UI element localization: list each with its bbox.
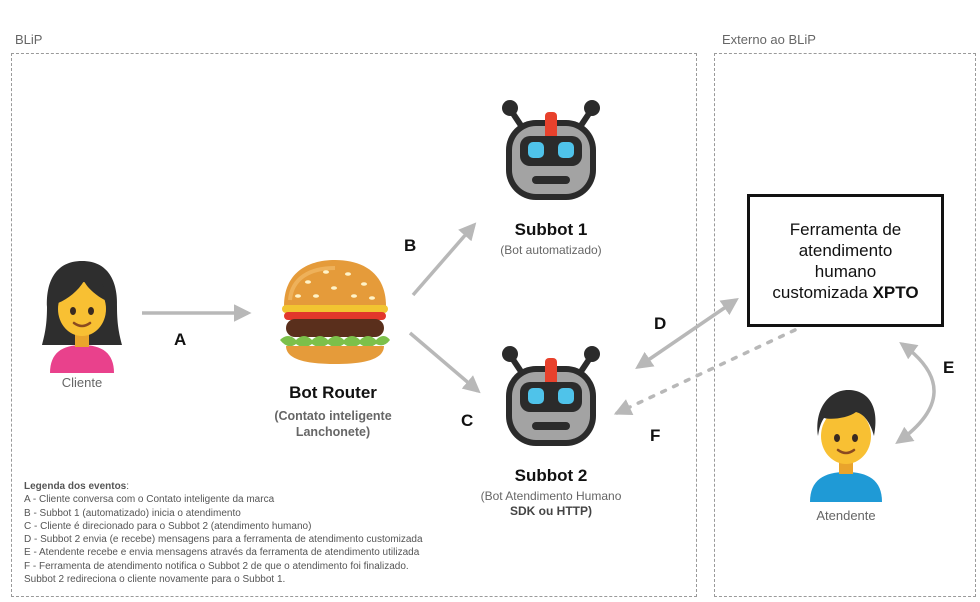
legend-item-a: A - Cliente conversa com o Contato intel… <box>24 494 275 506</box>
bot-router-subtitle-2: Lanchonete) <box>295 425 371 439</box>
subbot2-subtitle-1: (Bot Atendimento Humano <box>480 489 622 503</box>
ferramenta-xpto-box: Ferramenta de atendimento humano customi… <box>747 194 944 327</box>
ferramenta-xpto-name: XPTO <box>872 282 919 302</box>
ferramenta-line-2: atendimento <box>798 240 893 260</box>
arrow-label-e: E <box>943 358 955 377</box>
arrow-label-b: B <box>404 236 417 255</box>
cliente-label: Cliente <box>61 375 103 390</box>
arrow-label-d: D <box>654 314 667 333</box>
subbot1-title: Subbot 1 <box>514 220 588 239</box>
hamburger-emoji-icon <box>280 260 390 364</box>
arrow-b <box>411 222 477 297</box>
man-emoji-icon <box>810 390 882 502</box>
legend-item-d: D - Subbot 2 envia (e recebe) mensagens … <box>24 534 423 546</box>
robot-emoji-icon <box>502 100 600 200</box>
bot-router-subtitle-1: (Contato inteligente <box>274 409 392 423</box>
subbot2-subtitle-2: SDK ou HTTP) <box>510 504 592 518</box>
legend: Legenda dos eventos: A - Cliente convers… <box>24 480 484 586</box>
ferramenta-line-1: Ferramenta de <box>789 219 902 239</box>
legend-item-f-continued: Subbot 2 redireciona o cliente novamente… <box>24 574 286 586</box>
region-label-external: Externo ao BLiP <box>722 32 816 47</box>
region-label-blip: BLiP <box>15 32 43 47</box>
arrow-c <box>408 331 481 394</box>
robot-emoji-icon <box>502 346 600 446</box>
legend-item-c: C - Cliente é direcionado para o Subbot … <box>24 520 312 532</box>
arrow-label-f: F <box>650 426 661 445</box>
bot-router-title: Bot Router <box>289 383 377 402</box>
arrow-e <box>895 341 936 445</box>
legend-item-f: F - Ferramenta de atendimento notifica o… <box>24 560 409 572</box>
atendente-label: Atendente <box>816 508 876 523</box>
arrow-label-a: A <box>174 330 187 349</box>
subbot2-title: Subbot 2 <box>514 466 588 485</box>
woman-emoji-icon <box>42 261 122 373</box>
subbot1-subtitle: (Bot automatizado) <box>500 243 602 257</box>
arrow-f <box>613 328 797 416</box>
arrow-d <box>635 298 739 369</box>
legend-title: Legenda dos eventos <box>24 481 127 492</box>
legend-title-row: Legenda dos eventos: <box>24 480 484 493</box>
ferramenta-line-4: customizada XPTO <box>772 282 918 303</box>
ferramenta-line-3: humano <box>814 261 877 281</box>
legend-item-e: E - Atendente recebe e envia mensagens a… <box>24 547 420 559</box>
ferramenta-line-4-prefix: customizada <box>772 282 873 302</box>
legend-item-b: B - Subbot 1 (automatizado) inicia o ate… <box>24 507 241 519</box>
legend-title-suffix: : <box>126 481 130 492</box>
arrow-label-c: C <box>461 411 474 430</box>
